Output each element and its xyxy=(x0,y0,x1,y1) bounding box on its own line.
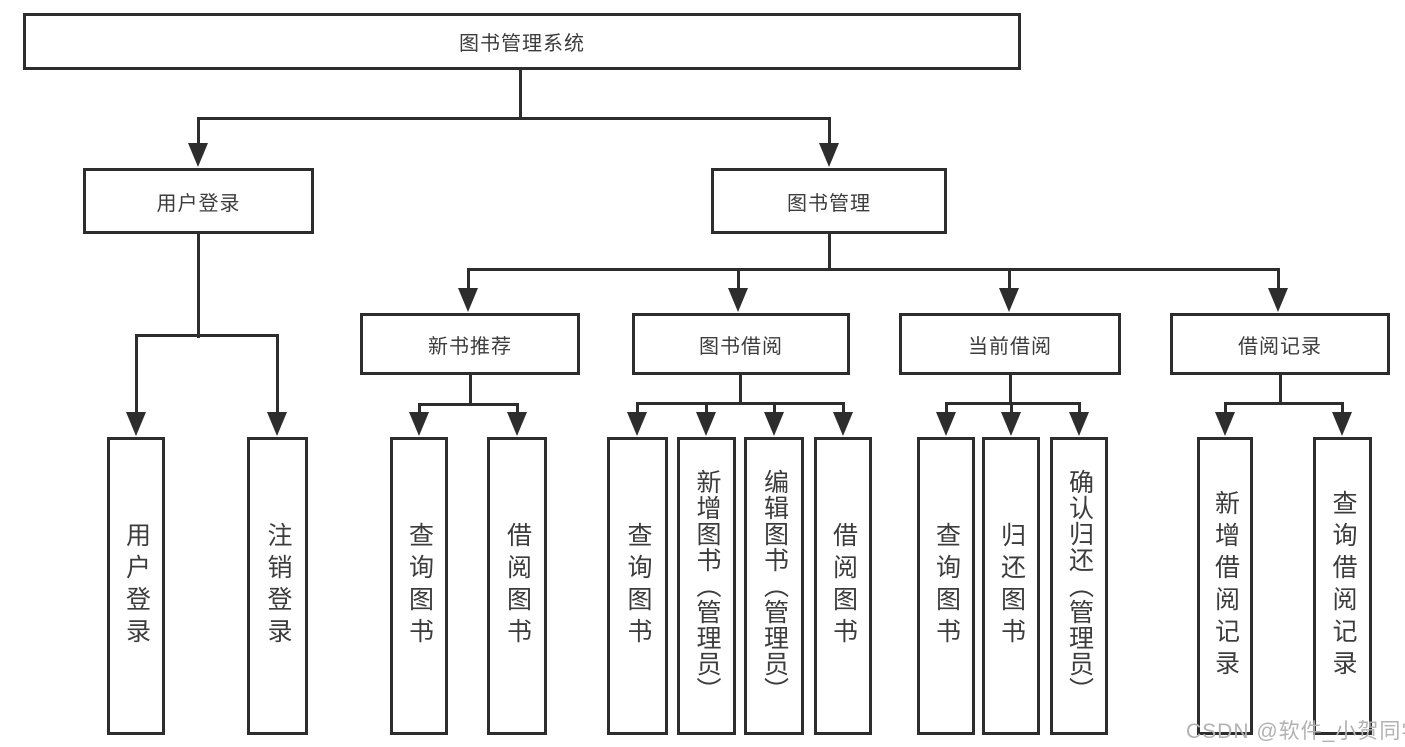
arrow-down-icon xyxy=(1069,412,1089,436)
leaf-add-borrow-record-label: 新增借阅记录 xyxy=(1211,490,1240,682)
leaf-user-login-label: 用户登录 xyxy=(122,522,151,650)
connector-vline xyxy=(276,334,279,418)
connector-vline xyxy=(636,402,639,416)
leaf-user-login: 用户登录 xyxy=(107,437,165,735)
node-borrowing-records-label: 借阅记录 xyxy=(1238,335,1322,358)
arrow-down-icon xyxy=(936,412,956,436)
arrow-down-icon xyxy=(188,143,208,167)
connector-vline xyxy=(135,334,138,418)
connector-vline xyxy=(418,403,421,417)
csdn-watermark: CSDN @软件_小贺同学 xyxy=(1186,720,1405,743)
leaf-add-books-admin: 新增图书（管理员） xyxy=(677,437,736,735)
connector-hline xyxy=(197,117,831,120)
connector-vline xyxy=(828,117,831,151)
arrow-down-icon xyxy=(999,288,1019,312)
leaf-logout-label: 注销登录 xyxy=(264,522,292,650)
connector-vline xyxy=(469,375,472,406)
leaf-borrow-books: 借阅图书 xyxy=(814,437,872,735)
node-current-borrowing: 当前借阅 xyxy=(899,313,1121,375)
leaf-borrow-books-label: 借阅图书 xyxy=(829,522,858,650)
leaf-edit-books-admin-label: 编辑图书（管理员） xyxy=(760,469,789,703)
node-root: 图书管理系统 xyxy=(23,13,1021,70)
leaf-borrow-books-label: 借阅图书 xyxy=(503,522,532,650)
arrow-down-icon xyxy=(1215,412,1235,436)
arrow-down-icon xyxy=(728,288,748,312)
connector-vline xyxy=(1277,268,1280,294)
connector-vline xyxy=(1279,375,1282,405)
arrow-down-icon xyxy=(764,412,784,436)
arrow-down-icon xyxy=(833,412,853,436)
arrow-down-icon xyxy=(458,288,478,312)
connector-vline xyxy=(516,403,519,417)
leaf-borrow-books: 借阅图书 xyxy=(487,437,547,735)
arrow-down-icon xyxy=(1268,288,1288,312)
node-root-label: 图书管理系统 xyxy=(459,33,585,55)
arrow-down-icon xyxy=(267,412,287,436)
connector-vline xyxy=(739,375,742,405)
arrow-down-icon xyxy=(126,412,146,436)
connector-vline xyxy=(842,402,845,416)
connector-hline xyxy=(135,334,279,337)
arrow-down-icon xyxy=(627,412,647,436)
connector-vline xyxy=(1009,375,1012,405)
leaf-query-borrow-record-label: 查询借阅记录 xyxy=(1329,490,1357,682)
arrow-down-icon xyxy=(409,412,429,436)
leaf-query-books-label: 查询图书 xyxy=(624,522,652,650)
connector-vline xyxy=(1008,268,1011,294)
leaf-confirm-return-admin-label: 确认归还（管理员） xyxy=(1065,469,1094,703)
connector-vline xyxy=(467,268,470,294)
connector-vline xyxy=(197,117,200,151)
connector-vline xyxy=(1010,402,1013,416)
node-user-login: 用户登录 xyxy=(83,168,314,234)
leaf-return-books: 归还图书 xyxy=(982,437,1040,735)
leaf-return-books-label: 归还图书 xyxy=(997,522,1026,650)
leaf-query-books: 查询图书 xyxy=(390,437,448,735)
node-book-management: 图书管理 xyxy=(711,168,947,234)
connector-vline xyxy=(1341,402,1344,416)
node-book-borrowing: 图书借阅 xyxy=(632,313,850,375)
connector-hline xyxy=(945,402,1081,405)
connector-hline xyxy=(467,268,1280,271)
node-book-borrowing-label: 图书借阅 xyxy=(699,335,783,358)
connector-vline xyxy=(828,234,831,271)
arrow-down-icon xyxy=(507,412,527,436)
connector-vline xyxy=(1224,402,1227,416)
leaf-add-borrow-record: 新增借阅记录 xyxy=(1197,437,1253,735)
connector-vline xyxy=(1078,402,1081,416)
arrow-down-icon xyxy=(696,412,716,436)
leaf-add-books-admin-label: 新增图书（管理员） xyxy=(693,469,721,703)
node-new-book-recommendation: 新书推荐 xyxy=(360,313,580,375)
arrow-down-icon xyxy=(819,143,839,167)
connector-hline xyxy=(418,403,519,406)
leaf-query-books: 查询图书 xyxy=(607,437,668,735)
node-current-borrowing-label: 当前借阅 xyxy=(968,335,1052,358)
node-book-management-label: 图书管理 xyxy=(787,192,871,215)
arrow-down-icon xyxy=(1001,412,1021,436)
node-borrowing-records: 借阅记录 xyxy=(1170,313,1390,375)
connector-vline xyxy=(773,402,776,416)
leaf-edit-books-admin: 编辑图书（管理员） xyxy=(744,437,804,735)
connector-hline xyxy=(636,402,845,405)
leaf-confirm-return-admin: 确认归还（管理员） xyxy=(1050,437,1108,735)
connector-vline xyxy=(705,402,708,416)
leaf-query-borrow-record: 查询借阅记录 xyxy=(1313,437,1372,735)
connector-hline xyxy=(1224,402,1344,405)
connector-vline xyxy=(737,268,740,294)
node-user-login-label: 用户登录 xyxy=(156,192,241,215)
node-new-book-recommendation-label: 新书推荐 xyxy=(428,335,512,358)
arrow-down-icon xyxy=(1332,412,1352,436)
leaf-logout: 注销登录 xyxy=(247,437,308,735)
leaf-query-books-label: 查询图书 xyxy=(932,522,961,650)
connector-vline xyxy=(519,70,522,120)
connector-vline xyxy=(197,234,200,338)
connector-vline xyxy=(945,402,948,416)
leaf-query-books-label: 查询图书 xyxy=(405,522,434,650)
leaf-query-books: 查询图书 xyxy=(917,437,975,735)
